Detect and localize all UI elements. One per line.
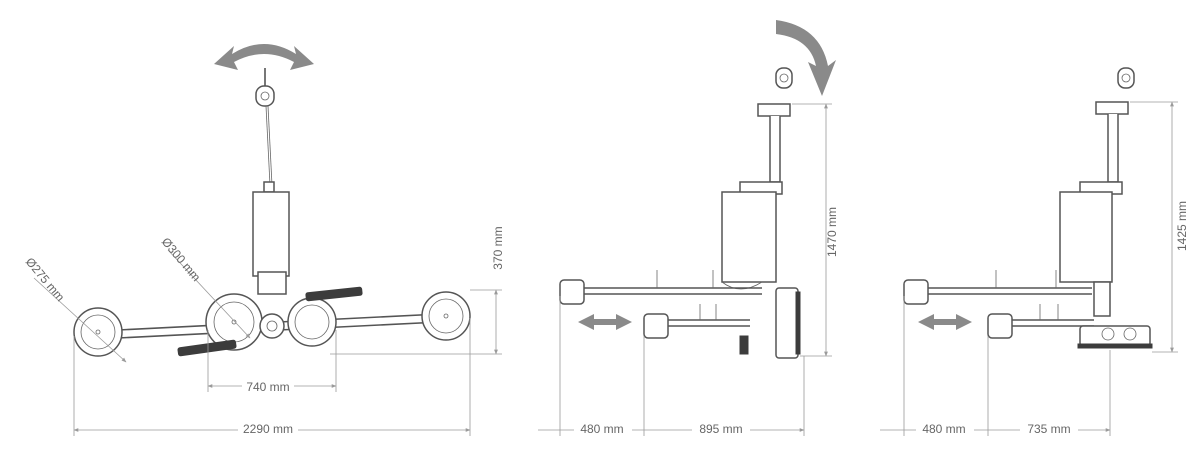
suction-pad-vertical xyxy=(775,287,799,359)
side-view-tilted: 480 mm 895 mm 1470 mm xyxy=(538,20,839,436)
mast-housing-flat xyxy=(1059,191,1113,283)
pad-right-small xyxy=(421,291,471,341)
dim-side-tilted-right: 895 mm xyxy=(699,422,742,436)
dim-side-flat-right: 735 mm xyxy=(1027,422,1070,436)
dim-pad-small-diameter: Ø275 mm xyxy=(23,255,68,304)
dim-pad-large-diameter: Ø300 mm xyxy=(159,235,204,284)
dim-total-width: 2290 mm xyxy=(243,422,293,436)
mast-housing-side xyxy=(721,191,777,283)
dim-side-flat-height: 1425 mm xyxy=(1175,201,1189,251)
actuator-cylinder xyxy=(305,286,363,302)
pad-left-small xyxy=(73,307,123,357)
dim-front-height: 370 mm xyxy=(491,226,505,269)
dim-side-tilted-left: 480 mm xyxy=(580,422,623,436)
dim-pad-spacing: 740 mm xyxy=(246,380,289,394)
tilt-arrow-icon xyxy=(776,20,836,96)
dim-side-flat-left: 480 mm xyxy=(922,422,965,436)
rotate-both-ways-icon xyxy=(214,44,314,70)
front-view: 2290 mm 740 mm 370 mm Ø300 mm Ø275 mm xyxy=(23,44,505,436)
side-view-flat: 480 mm 735 mm 1425 mm xyxy=(880,67,1189,436)
dim-side-tilted-height: 1470 mm xyxy=(825,207,839,257)
lifting-eye xyxy=(255,68,275,193)
pad-center-right xyxy=(287,297,337,347)
suction-pad-horizontal xyxy=(1079,325,1151,347)
mast-housing xyxy=(252,191,290,277)
